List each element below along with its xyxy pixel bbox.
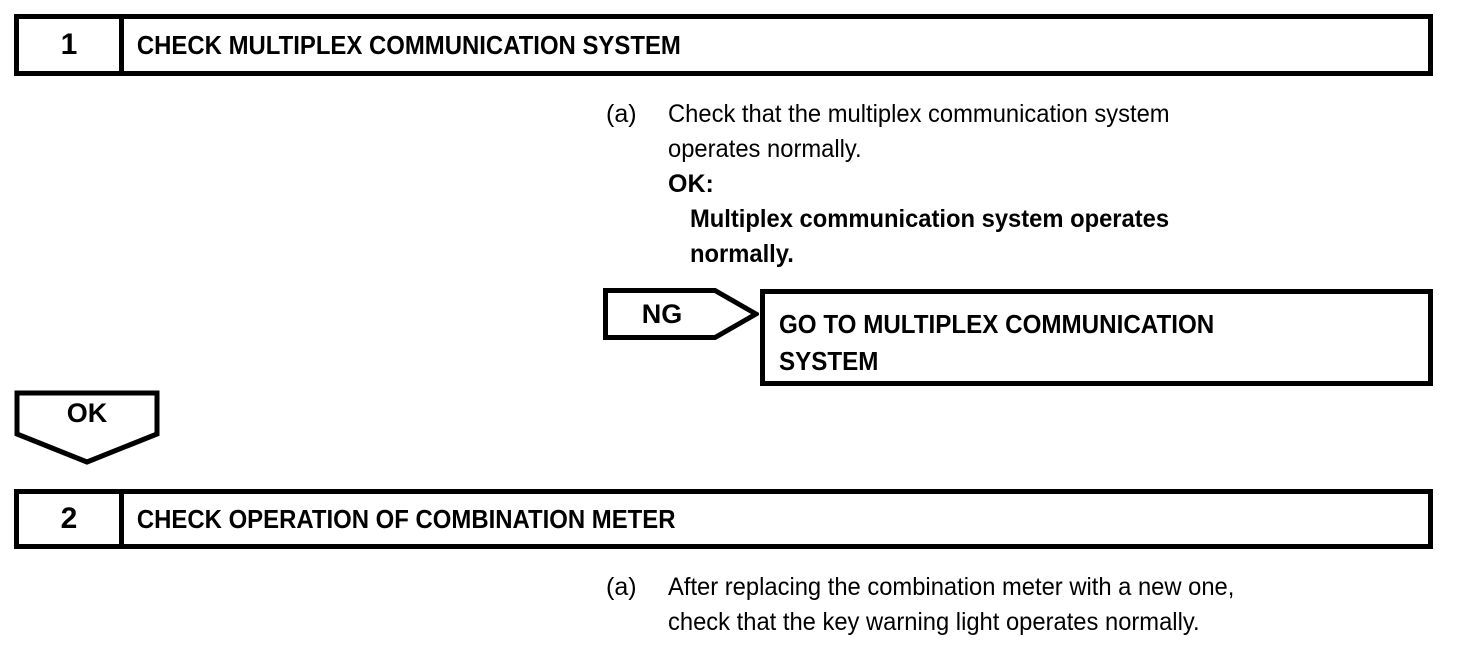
ng-arrow-shape [603, 288, 759, 340]
step-header-2: 2 CHECK OPERATION OF COMBINATION METER [14, 489, 1433, 549]
branch-result-line: SYSTEM [779, 346, 879, 376]
procedure-line: After replacing the combination meter wi… [668, 573, 1235, 601]
procedure-block-1: (a) Check that the multiplex communicati… [606, 97, 1406, 272]
procedure-row: (a) After replacing the combination mete… [606, 570, 1436, 640]
procedure-text-2: After replacing the combination meter wi… [668, 570, 1436, 640]
ng-connector-arrow: NG [603, 288, 759, 340]
procedure-line: check that the key warning light operate… [668, 608, 1200, 636]
ok-condition-detail: Multiplex communication system operates … [668, 202, 1406, 272]
ok-arrow-shape [14, 390, 160, 465]
step-title-1: CHECK MULTIPLEX COMMUNICATION SYSTEM [136, 29, 681, 60]
ok-condition-line: normally. [690, 240, 794, 268]
branch-result-box: GO TO MULTIPLEX COMMUNICATION SYSTEM [760, 289, 1433, 386]
procedure-block-2: (a) After replacing the combination mete… [606, 570, 1436, 640]
ok-condition-label: OK: [668, 170, 714, 198]
branch-result-line: GO TO MULTIPLEX COMMUNICATION [779, 309, 1215, 339]
step-number-1: 1 [19, 19, 124, 71]
ok-connector-label: OK [66, 397, 108, 428]
ok-connector-arrow: OK [14, 390, 160, 465]
procedure-row: (a) Check that the multiplex communicati… [606, 97, 1406, 272]
procedure-line: operates normally. [668, 135, 862, 163]
step-title-2: CHECK OPERATION OF COMBINATION METER [136, 503, 676, 534]
procedure-text-1: Check that the multiplex communication s… [668, 97, 1406, 272]
step-header-1: 1 CHECK MULTIPLEX COMMUNICATION SYSTEM [14, 14, 1433, 76]
procedure-marker-2: (a) [606, 573, 637, 601]
procedure-line: Check that the multiplex communication s… [668, 100, 1170, 128]
step-number-2: 2 [19, 494, 124, 544]
procedure-marker-1: (a) [606, 100, 637, 128]
ok-condition-line: Multiplex communication system operates [690, 205, 1170, 233]
ng-connector-label: NG [641, 298, 683, 329]
